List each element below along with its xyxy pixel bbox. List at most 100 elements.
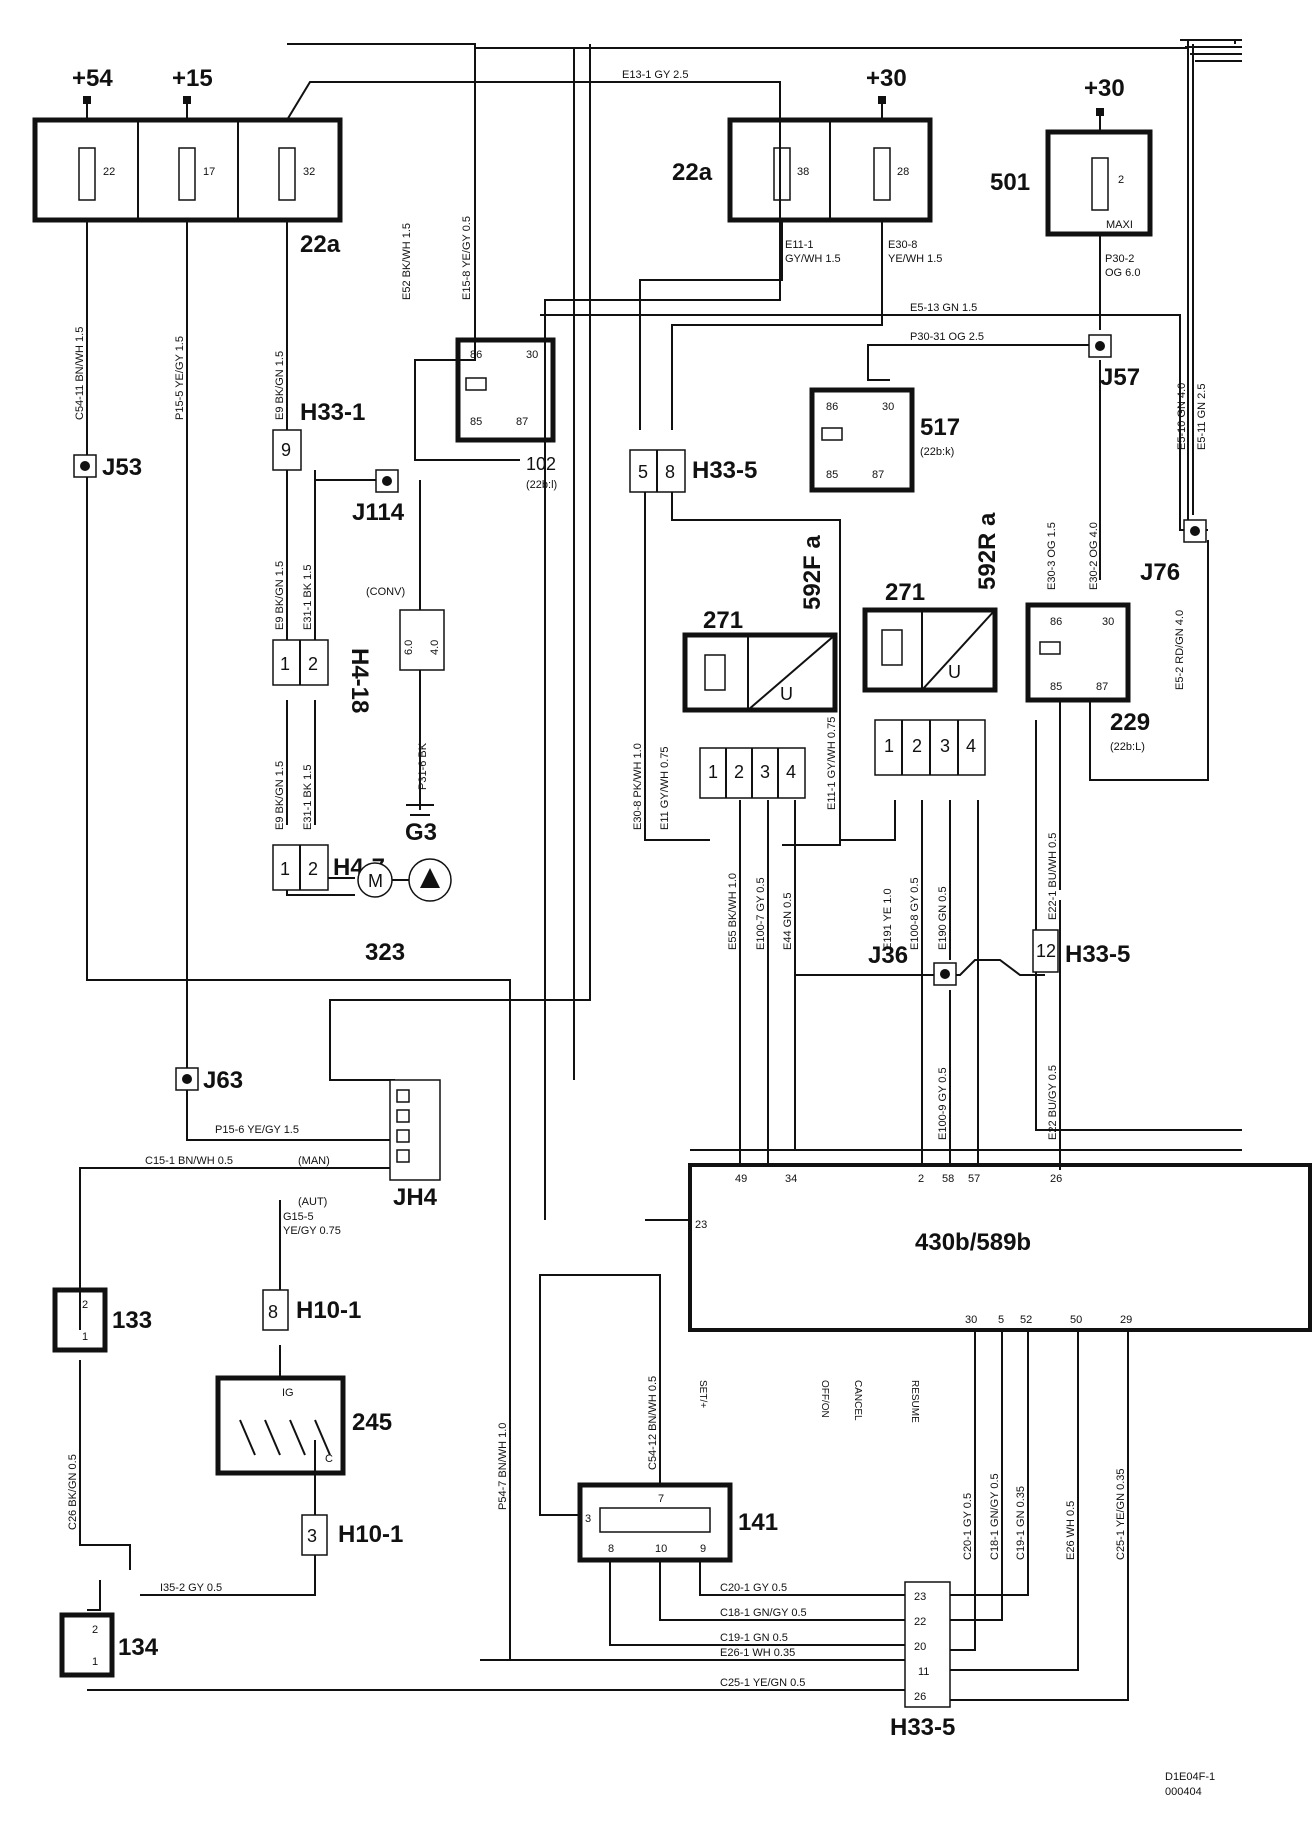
svg-text:C25-1 YE/GN 0.5: C25-1 YE/GN 0.5: [720, 1677, 805, 1689]
svg-text:3: 3: [940, 736, 950, 756]
svg-text:C54-12 BN/WH 0.5: C54-12 BN/WH 0.5: [647, 1376, 659, 1470]
switch-labels: SET/+ OFF/ON CANCEL RESUME: [697, 1380, 920, 1423]
svg-text:C20-1 GY 0.5: C20-1 GY 0.5: [720, 1582, 787, 1594]
relay-229: 86 30 85 87 229 (22b:L): [1025, 602, 1150, 753]
j57-label: J57: [1100, 364, 1140, 391]
svg-text:20: 20: [914, 1641, 926, 1653]
supply-plus15: +15: [172, 65, 213, 92]
svg-text:OG 6.0: OG 6.0: [1105, 267, 1140, 279]
svg-text:E55 BK/WH 1.0: E55 BK/WH 1.0: [727, 873, 739, 950]
svg-text:E5-10 GN 4.0: E5-10 GN 4.0: [1176, 383, 1188, 450]
fuse-22-label: 22: [103, 166, 115, 178]
h33-5-label-a: H33-5: [692, 457, 757, 484]
svg-text:E22 BU/GY 0.5: E22 BU/GY 0.5: [1047, 1065, 1059, 1140]
svg-text:E11-1 GY/WH 0.75: E11-1 GY/WH 0.75: [826, 717, 838, 810]
ground-g3: G3 (CONV) 6.0 4.0: [366, 586, 445, 846]
fuse-2-label: 2: [1118, 174, 1124, 186]
motor-323: M 323: [357, 858, 452, 966]
svg-text:34: 34: [785, 1173, 797, 1185]
svg-text:23: 23: [695, 1219, 707, 1231]
svg-text:49: 49: [735, 1173, 747, 1185]
svg-text:86: 86: [470, 349, 482, 361]
switch-245: IG C 245: [215, 1375, 392, 1476]
svg-text:E11 GY/WH 0.75: E11 GY/WH 0.75: [659, 746, 671, 830]
svg-text:2: 2: [308, 654, 318, 674]
label-592fa: 592F a: [799, 535, 826, 610]
svg-text:P31-6 BK: P31-6 BK: [417, 742, 429, 790]
svg-text:C19-1 GN 0.35: C19-1 GN 0.35: [1015, 1486, 1027, 1560]
label-271-a: 271: [703, 607, 743, 634]
supply-plus30-a: +30: [866, 65, 907, 92]
svg-text:29: 29: [1120, 1314, 1132, 1326]
fuse-box-22a-label: 22a: [300, 231, 341, 258]
svg-text:30: 30: [1102, 616, 1114, 628]
relay-229-label: 229: [1110, 709, 1150, 736]
svg-text:30: 30: [526, 349, 538, 361]
svg-text:P15-6 YE/GY 1.5: P15-6 YE/GY 1.5: [215, 1124, 299, 1136]
svg-text:23: 23: [914, 1591, 926, 1603]
svg-text:22: 22: [914, 1616, 926, 1628]
svg-text:E5-2 RD/GN 4.0: E5-2 RD/GN 4.0: [1174, 610, 1186, 690]
connector-4pin-a: 1 2 3 4: [699, 747, 806, 799]
switch-133: 2 1 133: [52, 1287, 152, 1353]
module-141-label: 141: [738, 1509, 778, 1536]
jh4-label: JH4: [393, 1184, 438, 1211]
svg-text:2: 2: [918, 1173, 924, 1185]
j76-label: J76: [1140, 559, 1180, 586]
svg-text:3: 3: [585, 1513, 591, 1525]
svg-text:E52 BK/WH 1.5: E52 BK/WH 1.5: [401, 223, 413, 300]
h10-1-label-a: H10-1: [296, 1297, 361, 1324]
h4-18-label: H4-18: [346, 648, 373, 713]
svg-text:4: 4: [966, 736, 976, 756]
j114-label: J114: [352, 499, 405, 526]
ecu-pins: 49 34 2 58 57 26 23 30 5 52 50 29: [695, 1173, 1132, 1326]
relay-229-sub: (22b:L): [1110, 741, 1145, 753]
svg-text:87: 87: [872, 469, 884, 481]
svg-text:I35-2 GY 0.5: I35-2 GY 0.5: [160, 1582, 222, 1594]
h33-5-label-c: H33-5: [890, 1714, 955, 1741]
svg-text:U: U: [780, 684, 793, 704]
drawing-ref-2: 000404: [1165, 1786, 1202, 1798]
fuse-box-22a-right: 38 28 22a: [672, 117, 933, 223]
maxi-label: MAXI: [1106, 219, 1133, 231]
svg-text:E11-1: E11-1: [785, 239, 814, 251]
man-label: (MAN): [298, 1155, 330, 1167]
svg-text:4: 4: [786, 762, 796, 782]
svg-text:C15-1 BN/WH 0.5: C15-1 BN/WH 0.5: [145, 1155, 233, 1167]
conv-label: (CONV): [366, 586, 405, 598]
switch-245-label: 245: [352, 1409, 392, 1436]
connector-4pin-b: 1 2 3 4: [874, 719, 986, 776]
svg-text:E30-8: E30-8: [888, 239, 917, 251]
svg-text:7: 7: [658, 1493, 664, 1505]
relay-517-label: 517: [920, 414, 960, 441]
svg-text:2: 2: [82, 1299, 88, 1311]
svg-text:86: 86: [1050, 616, 1062, 628]
svg-text:9: 9: [281, 440, 291, 460]
svg-text:1: 1: [92, 1656, 98, 1668]
fuse-32-label: 32: [303, 166, 315, 178]
svg-text:5: 5: [998, 1314, 1004, 1326]
svg-text:U: U: [948, 662, 961, 682]
relay-102: 86 30 85 87 102 (22b:l): [455, 337, 557, 491]
svg-text:E100-8 GY 0.5: E100-8 GY 0.5: [909, 877, 921, 950]
svg-text:8: 8: [608, 1543, 614, 1555]
svg-text:2: 2: [308, 859, 318, 879]
svg-text:E9 BK/GN 1.5: E9 BK/GN 1.5: [274, 351, 286, 420]
svg-text:85: 85: [826, 469, 838, 481]
svg-text:12: 12: [1036, 941, 1056, 961]
svg-text:P30-2: P30-2: [1105, 253, 1134, 265]
svg-text:E30-3 OG 1.5: E30-3 OG 1.5: [1046, 522, 1058, 590]
svg-text:E9 BK/GN 1.5: E9 BK/GN 1.5: [274, 761, 286, 830]
svg-text:E26 WH 0.5: E26 WH 0.5: [1065, 1501, 1077, 1560]
svg-text:26: 26: [1050, 1173, 1062, 1185]
g3-label: G3: [405, 819, 437, 846]
svg-text:SET/+: SET/+: [697, 1380, 708, 1408]
svg-text:E22-1 BU/WH 0.5: E22-1 BU/WH 0.5: [1047, 833, 1059, 920]
svg-text:E31-1 BK 1.5: E31-1 BK 1.5: [302, 765, 314, 830]
svg-text:1: 1: [280, 654, 290, 674]
svg-text:E190 GN 0.5: E190 GN 0.5: [937, 886, 949, 950]
svg-text:OFF/ON: OFF/ON: [819, 1380, 830, 1418]
svg-text:87: 87: [1096, 681, 1108, 693]
svg-text:50: 50: [1070, 1314, 1082, 1326]
fuse-28-label: 28: [897, 166, 909, 178]
